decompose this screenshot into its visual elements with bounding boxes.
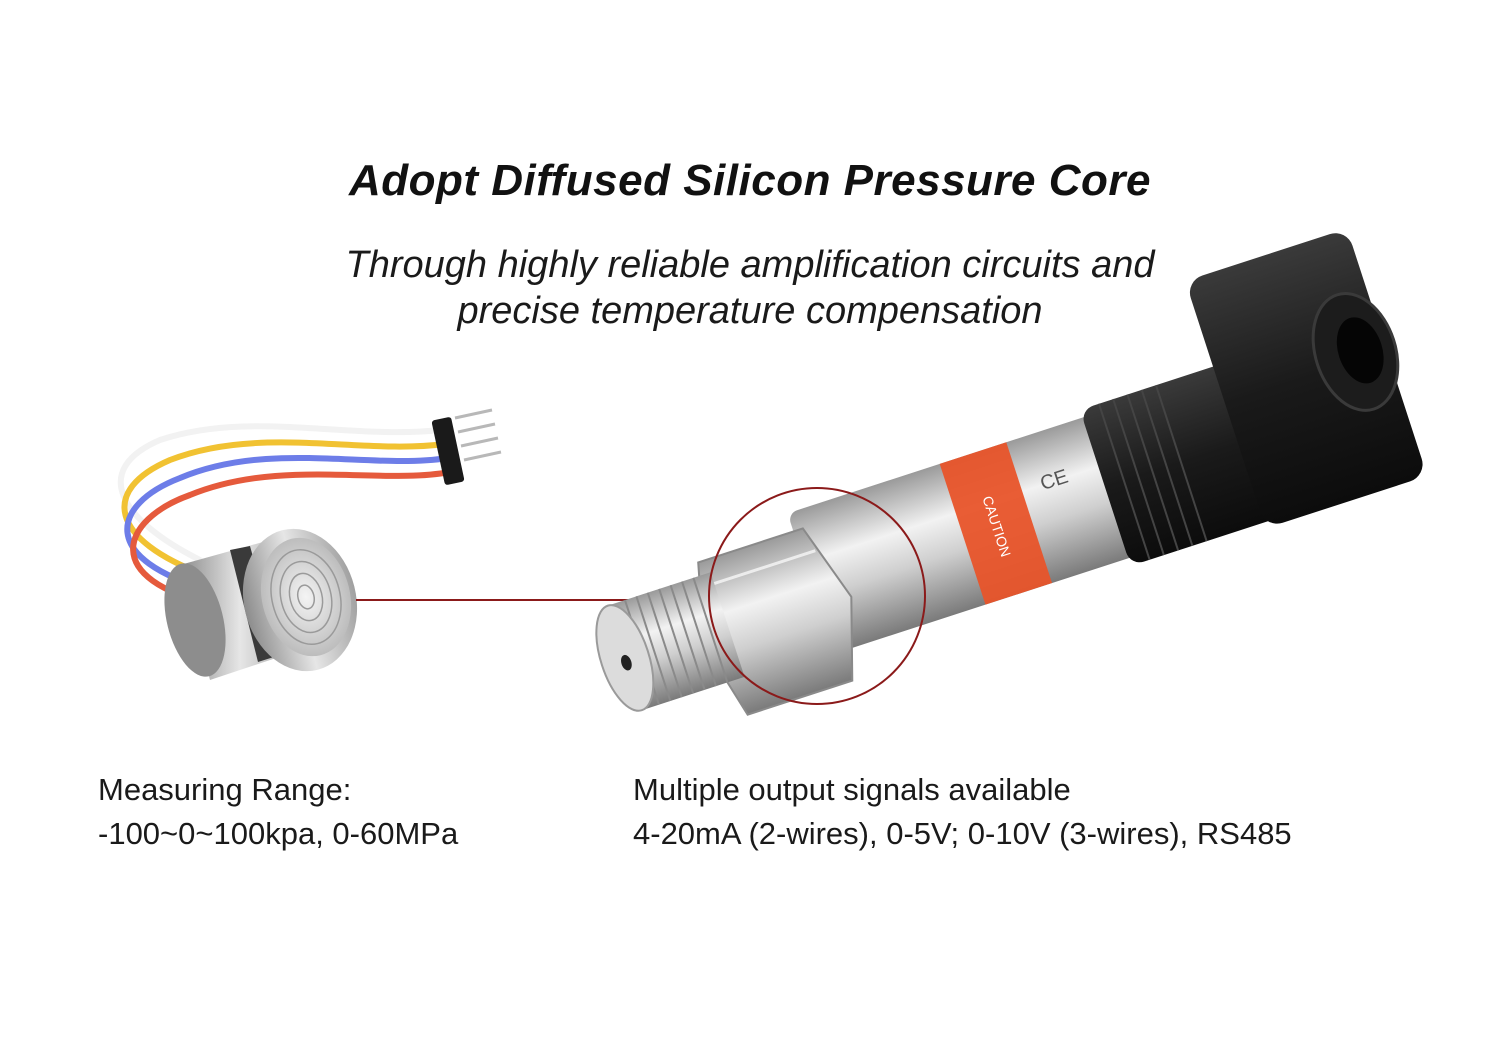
output-label: Multiple output signals available xyxy=(633,772,1071,807)
diaphragm-face xyxy=(260,537,352,657)
output-signals-caption: Multiple output signals available 4-20mA… xyxy=(633,768,1292,856)
sensor-wires xyxy=(117,423,453,608)
range-label: Measuring Range: xyxy=(98,772,352,807)
page-subtitle: Through highly reliable amplification ci… xyxy=(0,242,1500,334)
pressure-core-sensor xyxy=(117,408,502,680)
sensor-body xyxy=(164,528,358,680)
output-value: 4-20mA (2-wires), 0-5V; 0-10V (3-wires),… xyxy=(633,816,1292,851)
page-title: Adopt Diffused Silicon Pressure Core xyxy=(348,156,1151,205)
subtitle-line-1: Through highly reliable amplification ci… xyxy=(345,244,1155,286)
pressure-transmitter: CAUTION CE xyxy=(595,233,1423,716)
highlight-circle xyxy=(708,487,926,705)
subtitle-line-2: precise temperature compensation xyxy=(457,290,1043,332)
pin-header xyxy=(431,408,502,485)
range-value: -100~0~100kpa, 0-60MPa xyxy=(98,816,459,851)
transmitter-body: CAUTION CE xyxy=(790,233,1423,652)
measuring-range-caption: Measuring Range: -100~0~100kpa, 0-60MPa xyxy=(98,768,458,856)
